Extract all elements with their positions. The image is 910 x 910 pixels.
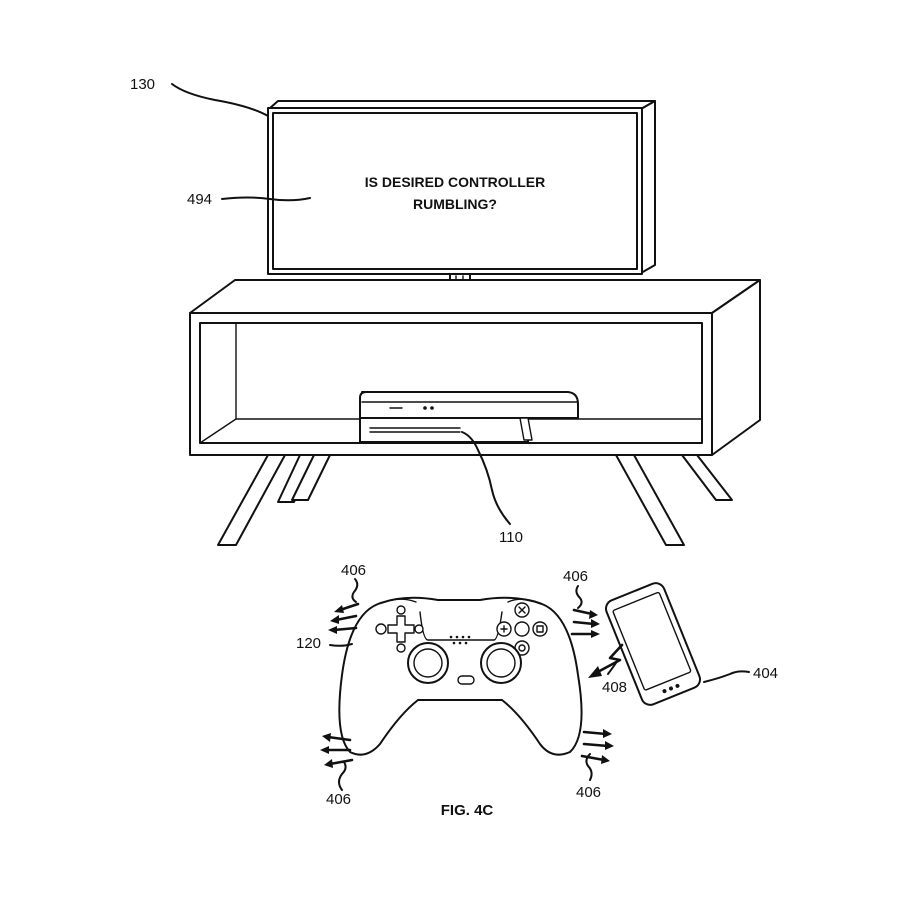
analog-stick-right [480,642,522,684]
label-display: 130 [130,76,155,93]
leader-404 [703,670,750,683]
leader-110 [461,431,511,525]
game-console [359,391,579,443]
leader-130 [171,83,269,117]
label-console: 110 [499,529,523,546]
leg-back-left-1 [277,454,317,503]
leg-back-left-2 [291,454,331,501]
label-signal: 408 [602,679,627,696]
label-rumble-top-right: 406 [563,568,588,585]
dpad [375,605,424,653]
tv-bezel [267,107,643,275]
leader-408 [607,659,619,675]
rumble-arrows-bottom-left [320,733,354,768]
label-screen-message: 494 [187,191,212,208]
phone-screen [612,591,692,691]
label-controller: 120 [296,635,321,652]
cabinet-legs [217,454,733,546]
leg-back-right [681,454,733,501]
leader-406-bottom-right [585,753,593,781]
tv-screen [272,112,638,270]
game-controller [338,596,583,756]
rumble-arrows-bottom-right [580,729,614,764]
label-rumble-bottom-left: 406 [326,791,351,808]
console-top-panel [359,391,579,419]
leader-406-bottom-left [338,761,347,791]
console-stand [519,417,533,441]
cabinet-top [189,279,761,314]
console-body [359,417,529,443]
tv-cabinet [189,279,761,456]
label-rumble-top-left: 406 [341,562,366,579]
leg-front-right [615,454,685,546]
figure-caption: FIG. 4C [441,802,494,819]
home-button [457,675,475,685]
leader-406-top-left [351,578,359,603]
analog-stick-left [407,642,449,684]
leader-494 [221,196,311,202]
rumble-arrows-top-right [570,608,600,638]
screen-message-line2: RUMBLING? [413,196,497,212]
tv-right-edge [640,100,656,274]
leader-120 [329,643,353,647]
label-rumble-bottom-right: 406 [576,784,601,801]
label-phone: 404 [753,665,778,682]
smartphone [604,582,702,706]
leg-front-left [217,454,286,546]
wireless-signal [588,643,624,678]
phone-body [604,582,702,706]
rumble-arrows-top-left [328,602,360,634]
screen-message-line1: IS DESIRED CONTROLLER [365,174,545,190]
leader-lines [171,83,750,791]
speaker-grille [449,635,471,645]
leader-406-top-right [575,585,583,609]
